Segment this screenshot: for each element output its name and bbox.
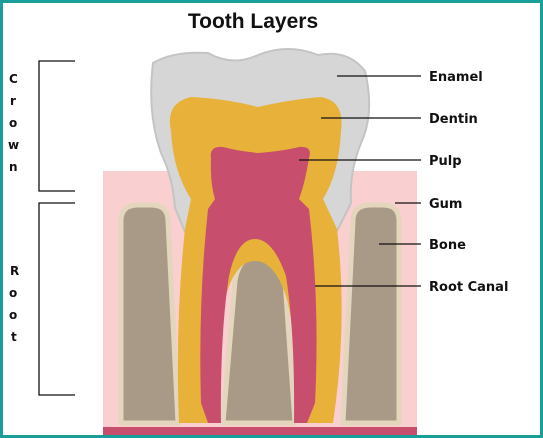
root-letter: t bbox=[11, 330, 17, 344]
label-dentin: Dentin bbox=[429, 112, 478, 127]
crown-letter: r bbox=[10, 94, 16, 108]
root-letter: o bbox=[9, 286, 17, 300]
crown-letter: o bbox=[9, 116, 17, 130]
crown-letter: n bbox=[9, 160, 18, 174]
crown-bracket bbox=[39, 61, 75, 191]
label-root-canal: Root Canal bbox=[429, 280, 508, 295]
base-line bbox=[103, 427, 417, 435]
root-bracket bbox=[39, 203, 75, 395]
label-gum: Gum bbox=[429, 197, 462, 212]
root-letter: R bbox=[10, 264, 19, 278]
label-bone: Bone bbox=[429, 238, 466, 253]
crown-letter: C bbox=[9, 72, 18, 86]
label-pulp: Pulp bbox=[429, 154, 462, 169]
crown-letter: w bbox=[8, 138, 19, 152]
tooth-diagram: C r o w n R o o t Enamel Dentin Pulp Gum… bbox=[3, 3, 540, 435]
bone-right bbox=[343, 205, 399, 423]
root-letter: o bbox=[9, 308, 17, 322]
bone-left bbox=[121, 205, 178, 423]
label-enamel: Enamel bbox=[429, 70, 483, 85]
